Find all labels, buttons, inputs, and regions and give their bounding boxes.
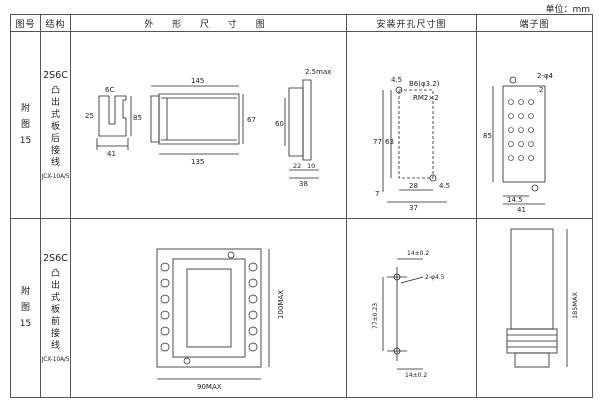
dim-side-h: 67 [247, 116, 256, 124]
dim-mount-b0: 7 [375, 190, 379, 198]
dim-rear-b3: 38 [299, 180, 308, 188]
unit-label: 单位：mm [545, 5, 590, 15]
header-fig-no: 图号 [10, 14, 41, 32]
dim-mount-b1: 28 [409, 182, 418, 190]
header-outline: 外 形 尺 寸 图 [70, 14, 347, 32]
model-code: 2S6C [43, 70, 68, 81]
dim-front-w: 41 [107, 150, 116, 158]
dim-mount-t3: RM2×2 [413, 94, 439, 102]
dim-term-t1: 2-φ4 [537, 72, 554, 80]
dim-term-b1: 14.5 [507, 196, 523, 204]
outline-drawing-1: 6C 25 85 41 145 135 67 [70, 31, 347, 219]
fig-no-cell: 附图15 [10, 218, 41, 398]
fig-no: 附图15 [19, 287, 32, 329]
mount-drawing-2: 14±0.2 2-φ4.5 77±0.23 14±0.2 [346, 218, 477, 398]
dimension-table: 图号 结构 外 形 尺 寸 图 安装开孔尺寸图 端子图 附图15 2S6C 凸出… [10, 14, 593, 398]
model-sub: JCX-10A/5 [41, 356, 70, 363]
mount-drawing-1: 4.5 B6(φ3.2) RM2×2 77 63 7 28 4.5 37 [346, 31, 477, 219]
dim-rear-h: 60 [275, 120, 284, 128]
dim-outline2-w: 90MAX [197, 383, 222, 391]
model-cell: 2S6C 凸出式板前接线 JCX-10A/5 [40, 218, 71, 398]
header-terminal: 端子图 [476, 14, 593, 32]
model-cell: 2S6C 凸出式板后接线 JCX-10A/5 [40, 31, 71, 219]
header-mounting: 安装开孔尺寸图 [346, 14, 477, 32]
dim-side-top: 145 [191, 77, 204, 85]
dim-front-top: 6C [105, 86, 114, 94]
model-sub: JCX-10A/5 [41, 173, 70, 180]
header-row: 图号 结构 外 形 尺 寸 图 安装开孔尺寸图 端子图 [10, 14, 593, 32]
row-rear-wiring: 附图15 2S6C 凸出式板后接线 JCX-10A/5 6C 25 85 41 [10, 31, 593, 219]
dim-front-h: 85 [133, 114, 142, 122]
dim-mount-h2: 63 [385, 138, 394, 146]
model-desc: 凸出式板前接线 [50, 269, 60, 351]
dim-mount2-h: 77±0.23 [372, 303, 379, 329]
dim-mount-h1: 77 [373, 138, 382, 146]
dim-mount-b2: 4.5 [439, 182, 450, 190]
dim-outline2-h: 100MAX [277, 290, 285, 319]
terminal-drawing-2: 185MAX [476, 218, 593, 398]
dim-term-h: 85 [483, 132, 492, 140]
dim-rear-top: 2.5max [305, 68, 331, 76]
dim-term2-h: 185MAX [571, 292, 579, 319]
dim-term-t2: 2 [539, 86, 543, 94]
model-desc: 凸出式板后接线 [50, 86, 60, 168]
outline-drawing-2: 100MAX 90MAX [70, 218, 347, 398]
dim-mount-b3: 37 [409, 204, 418, 212]
dim-front-left: 25 [85, 112, 94, 120]
dim-rear-b1: 22 [293, 162, 301, 170]
dim-mount2-t2: 2-φ4.5 [425, 274, 445, 281]
dim-mount-t2: B6(φ3.2) [409, 80, 440, 88]
dim-side-bottom: 135 [191, 158, 204, 166]
row-front-wiring: 附图15 2S6C 凸出式板前接线 JCX-10A/5 [10, 218, 593, 398]
dim-term-b2: 41 [517, 206, 526, 214]
terminal-drawing-1: 2-φ4 2 85 14.5 41 [476, 31, 593, 219]
dim-rear-b2: 10 [307, 162, 315, 170]
dim-mount-t1: 4.5 [391, 76, 402, 84]
dim-mount2-t1: 14±0.2 [407, 250, 429, 257]
fig-no: 附图15 [19, 104, 32, 146]
dim-mount2-b: 14±0.2 [405, 372, 427, 379]
header-structure: 结构 [40, 14, 71, 32]
model-code: 2S6C [43, 253, 68, 264]
fig-no-cell: 附图15 [10, 31, 41, 219]
